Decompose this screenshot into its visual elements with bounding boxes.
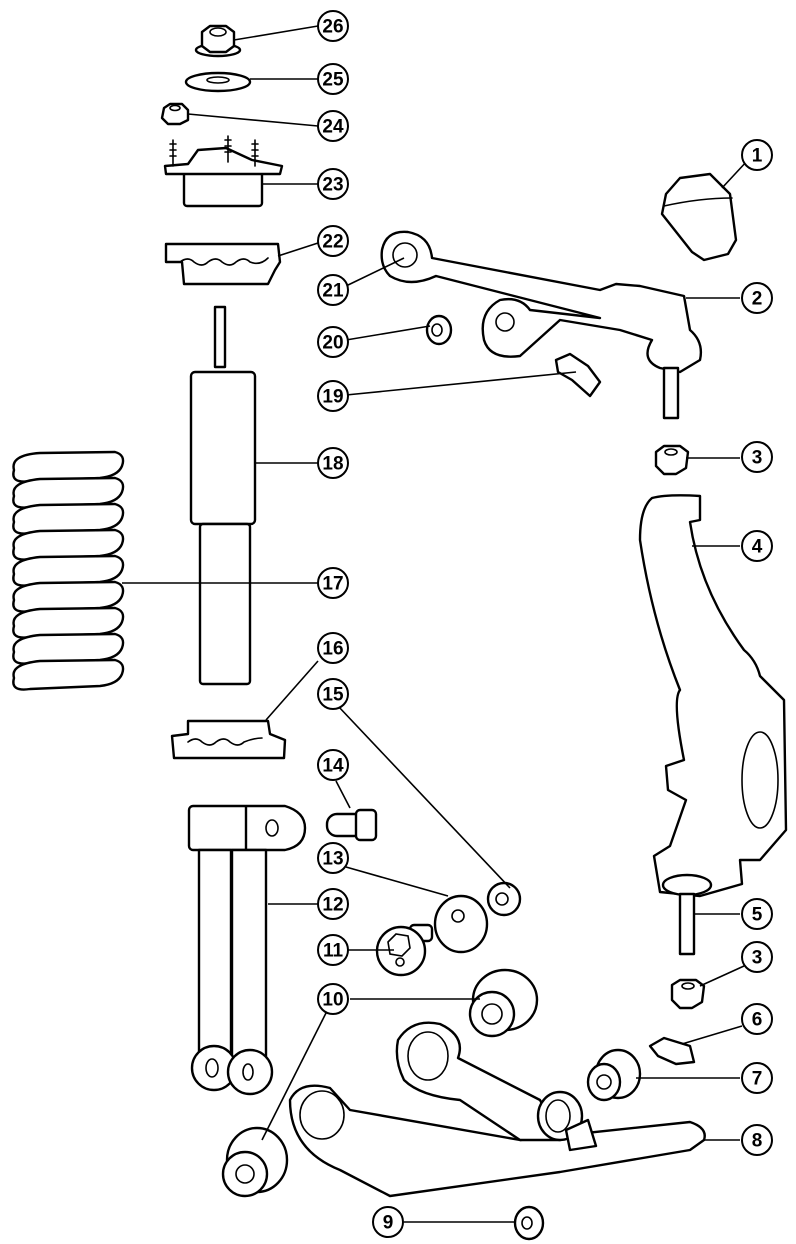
svg-text:10: 10 — [322, 990, 343, 1011]
svg-text:2: 2 — [752, 289, 763, 310]
leader-lines — [122, 25, 749, 1223]
part-nut-lower — [670, 978, 706, 1010]
part-cam-washer — [433, 894, 489, 954]
svg-text:5: 5 — [752, 905, 763, 926]
callout-23: 23 — [317, 168, 349, 200]
svg-text:3: 3 — [752, 948, 763, 969]
svg-text:6: 6 — [752, 1010, 763, 1031]
part-clevis-nut — [486, 881, 522, 917]
callout-2: 2 — [741, 282, 773, 314]
svg-text:11: 11 — [323, 941, 344, 962]
callout-1: 1 — [741, 139, 773, 171]
callout-20: 20 — [317, 326, 349, 358]
callout-12: 12 — [317, 888, 349, 920]
callout-8: 8 — [741, 1124, 773, 1156]
part-nut-upper — [654, 444, 690, 476]
part-shock-absorber — [189, 305, 257, 686]
svg-text:20: 20 — [322, 333, 343, 354]
part-bushing-upper — [468, 968, 539, 1038]
callout-21: 21 — [317, 274, 349, 306]
part-upper-mount — [163, 135, 284, 208]
part-nut-bottom — [513, 1205, 545, 1241]
part-mount-nut — [160, 102, 190, 126]
svg-text:18: 18 — [322, 454, 343, 475]
svg-text:1: 1 — [752, 146, 763, 167]
part-lower-control-arm — [288, 1021, 706, 1198]
callout-17: 17 — [317, 567, 349, 599]
svg-text:7: 7 — [752, 1069, 763, 1090]
svg-text:3: 3 — [752, 448, 763, 469]
part-cam-bolt — [375, 923, 434, 977]
callout-13: 13 — [317, 842, 349, 874]
svg-text:13: 13 — [322, 849, 343, 870]
part-shock-clevis — [187, 804, 307, 1096]
part-bushing-right — [586, 1048, 642, 1102]
callout-3-lower: 3 — [741, 941, 773, 973]
svg-text:21: 21 — [322, 281, 344, 302]
svg-text:24: 24 — [322, 117, 344, 138]
svg-text:12: 12 — [322, 895, 343, 916]
svg-text:23: 23 — [322, 175, 343, 196]
callout-14: 14 — [317, 749, 349, 781]
callout-4: 4 — [741, 530, 773, 562]
callout-19: 19 — [317, 380, 349, 412]
callout-16: 16 — [317, 632, 349, 664]
svg-text:16: 16 — [322, 639, 343, 660]
callout-5: 5 — [741, 898, 773, 930]
callout-6: 6 — [741, 1003, 773, 1035]
part-clevis-bolt — [325, 808, 378, 842]
callout-7: 7 — [741, 1062, 773, 1094]
svg-text:17: 17 — [322, 574, 343, 595]
svg-text:14: 14 — [322, 756, 344, 777]
part-upper-control-arm — [380, 230, 703, 420]
svg-text:4: 4 — [752, 537, 763, 558]
part-upper-arm-nut — [425, 314, 453, 346]
part-jounce-bumper — [660, 172, 738, 262]
callout-10: 10 — [317, 983, 349, 1015]
callout-3-upper: 3 — [741, 441, 773, 473]
part-top-nut — [194, 24, 242, 58]
part-ball-joint — [661, 873, 713, 956]
callout-26: 26 — [317, 10, 349, 42]
part-bushing-lower — [221, 1126, 289, 1198]
svg-text:22: 22 — [322, 232, 343, 253]
svg-text:19: 19 — [322, 387, 343, 408]
callout-22: 22 — [317, 225, 349, 257]
svg-text:25: 25 — [322, 70, 344, 91]
svg-text:9: 9 — [383, 1213, 394, 1234]
part-upper-spring-isolator — [164, 242, 282, 286]
callout-24: 24 — [317, 110, 349, 142]
svg-text:8: 8 — [752, 1131, 763, 1152]
part-washer — [184, 71, 252, 93]
svg-text:26: 26 — [322, 17, 343, 38]
part-sensor-bracket-upper — [554, 352, 602, 398]
callout-9: 9 — [372, 1206, 404, 1238]
callout-18: 18 — [317, 447, 349, 479]
callout-25: 25 — [317, 63, 349, 95]
callout-11: 11 — [317, 934, 349, 966]
part-coil-spring — [12, 450, 125, 691]
callout-15: 15 — [317, 678, 349, 710]
svg-text:15: 15 — [322, 685, 344, 706]
part-lower-spring-isolator — [170, 719, 287, 760]
